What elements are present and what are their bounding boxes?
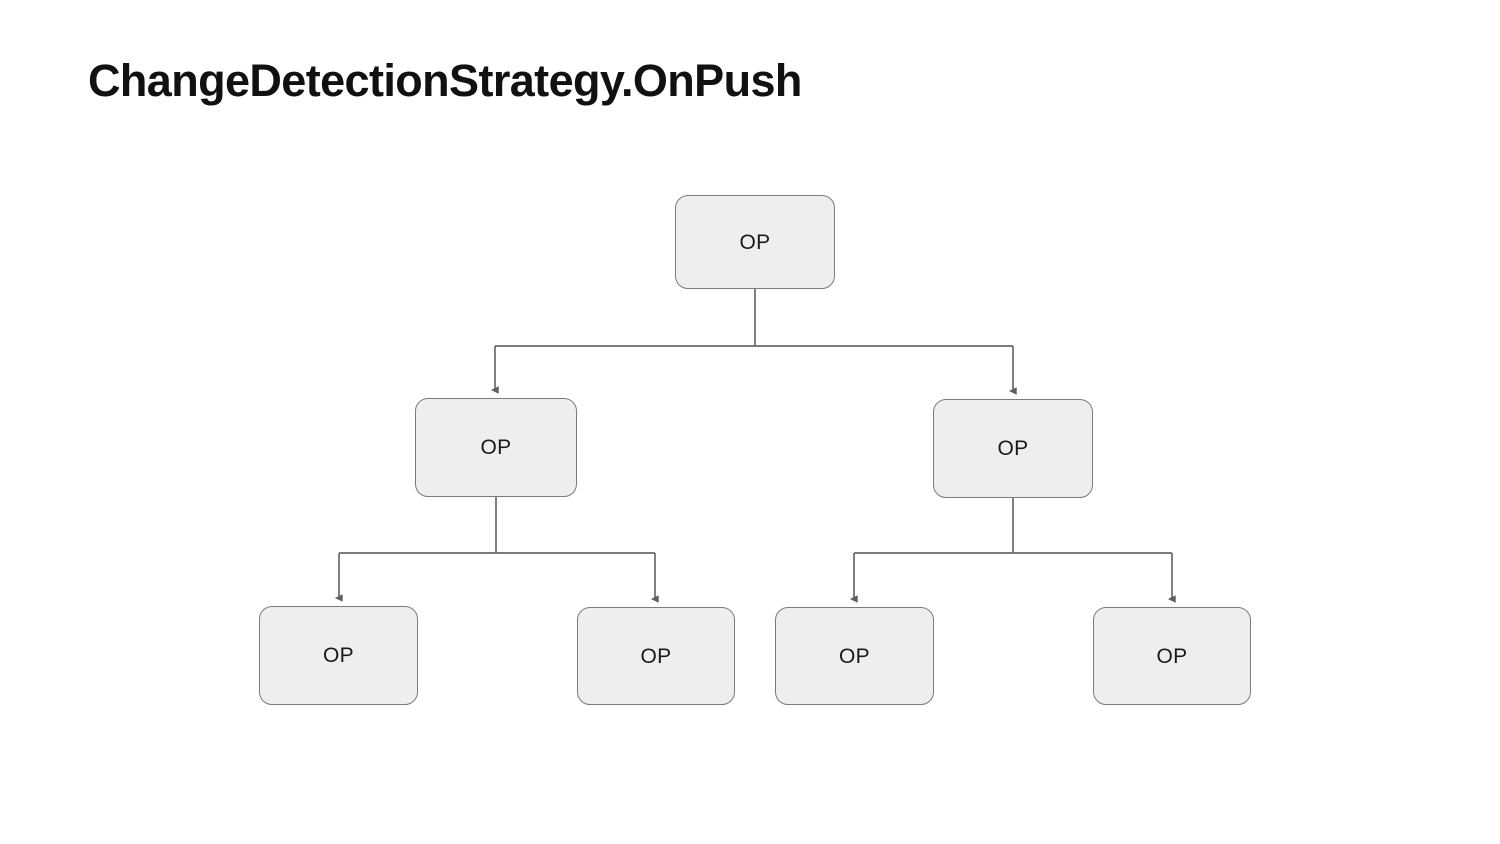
tree-node-leaf-4[interactable]: OP — [1093, 607, 1251, 705]
tree-node-mid-right[interactable]: OP — [933, 399, 1093, 498]
tree-node-label: OP — [1156, 644, 1188, 668]
tree-node-label: OP — [997, 437, 1029, 460]
tree-node-label: OP — [480, 436, 512, 459]
tree-node-leaf-2[interactable]: OP — [577, 607, 735, 705]
tree-node-leaf-1[interactable]: OP — [259, 606, 418, 705]
tree-node-label: OP — [739, 230, 771, 254]
tree-node-label: OP — [323, 644, 354, 667]
tree-node-root[interactable]: OP — [675, 195, 835, 289]
tree-node-label: OP — [839, 644, 870, 668]
tree-node-label: OP — [640, 644, 672, 668]
page-title: ChangeDetectionStrategy.OnPush — [88, 55, 802, 106]
tree-node-leaf-3[interactable]: OP — [775, 607, 934, 705]
tree-node-mid-left[interactable]: OP — [415, 398, 577, 497]
